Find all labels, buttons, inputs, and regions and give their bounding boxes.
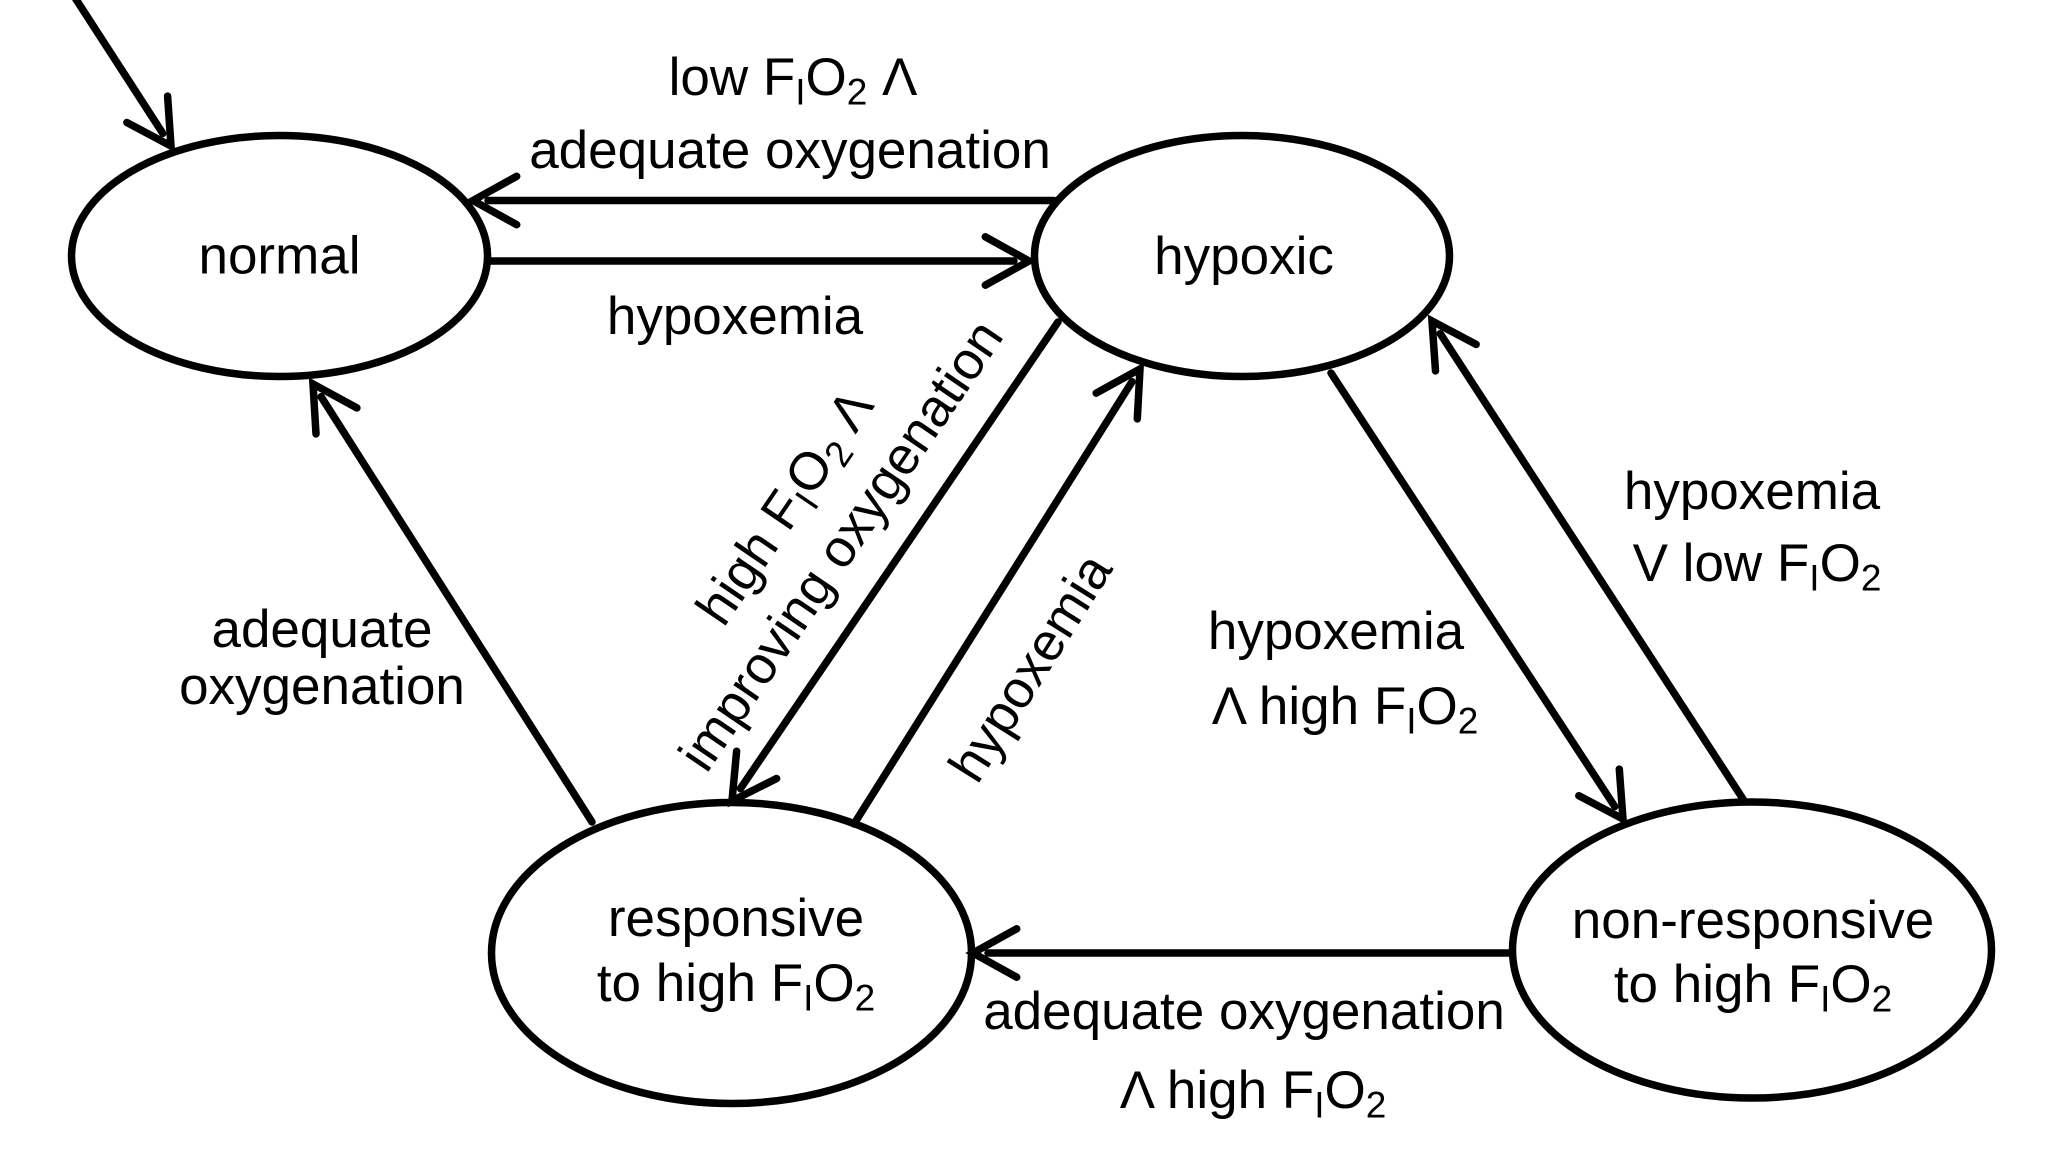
svg-text:responsive: responsive xyxy=(608,889,864,948)
svg-text:adequate: adequate xyxy=(211,600,432,659)
svg-text:non-responsive: non-responsive xyxy=(1572,891,1934,950)
svg-text:hypoxemia: hypoxemia xyxy=(1208,602,1465,661)
svg-text:normal: normal xyxy=(198,227,360,286)
svg-text:hypoxemia: hypoxemia xyxy=(1624,462,1881,521)
svg-text:to high FIO2: to high FIO2 xyxy=(1614,955,1892,1020)
svg-text:V low FIO2: V low FIO2 xyxy=(1633,534,1882,599)
svg-text:adequate oxygenation: adequate oxygenation xyxy=(983,982,1505,1041)
svg-text:oxygenation: oxygenation xyxy=(179,657,465,716)
svg-text:adequate oxygenation: adequate oxygenation xyxy=(529,121,1051,180)
svg-text:to high FIO2: to high FIO2 xyxy=(597,954,875,1019)
svg-text:hypoxemia: hypoxemia xyxy=(607,287,864,346)
svg-text:Λ high FIO2: Λ high FIO2 xyxy=(1212,677,1479,742)
svg-text:low FIO2 Λ: low FIO2 Λ xyxy=(669,48,918,113)
svg-text:Λ high FIO2: Λ high FIO2 xyxy=(1120,1061,1387,1126)
svg-text:hypoxic: hypoxic xyxy=(1154,227,1334,286)
